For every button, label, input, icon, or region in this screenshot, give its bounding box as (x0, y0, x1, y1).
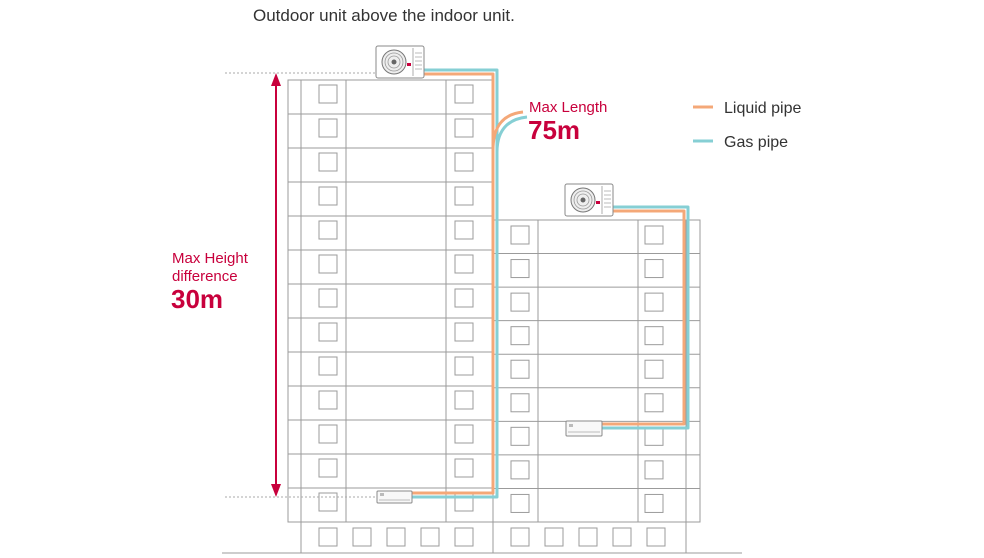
window (318, 186, 338, 206)
side-grille (604, 190, 611, 208)
legend-liquid-label: Liquid pipe (724, 100, 802, 117)
window (510, 326, 530, 346)
fan-grille-ring (387, 55, 401, 69)
window (454, 118, 474, 138)
window (644, 259, 664, 279)
height-label-line1: Max Height (172, 250, 249, 267)
window (510, 259, 530, 279)
window (612, 527, 632, 547)
length-value: 75m (528, 115, 580, 145)
window (318, 322, 338, 342)
window (644, 493, 664, 513)
window (454, 322, 474, 342)
length-pointer-liquid (491, 110, 524, 151)
window (510, 359, 530, 379)
window (318, 527, 338, 547)
window (644, 326, 664, 346)
indoor-unit-icon (565, 420, 603, 437)
window (454, 152, 474, 172)
left-gas-pipe (412, 68, 499, 499)
window (454, 84, 474, 104)
window (510, 527, 530, 547)
window (318, 458, 338, 478)
outdoor-unit-icon (564, 183, 614, 217)
window (318, 84, 338, 104)
fan-grille-ring (576, 193, 590, 207)
window (644, 393, 664, 413)
window (644, 359, 664, 379)
right-pipes (602, 205, 690, 430)
window (318, 152, 338, 172)
right-gas-pipe (602, 205, 690, 430)
height-annotation: Max Height difference 30m (171, 250, 249, 314)
right-building (492, 219, 701, 554)
outdoor-unit-icon (375, 45, 425, 79)
fan-hub (391, 59, 397, 65)
window (578, 527, 598, 547)
legend: Liquid pipe Gas pipe (693, 100, 802, 151)
window (510, 393, 530, 413)
window (318, 118, 338, 138)
window (454, 527, 474, 547)
length-label: Max Length (529, 99, 607, 116)
brand-logo-icon (596, 201, 600, 204)
length-annotation: Max Length 75m (528, 99, 607, 145)
legend-gas-label: Gas pipe (724, 134, 788, 151)
fan-grille-ring (384, 52, 404, 72)
fan-grille-ring (573, 190, 593, 210)
window (386, 527, 406, 547)
window (420, 527, 440, 547)
side-grille (415, 52, 422, 70)
window (510, 292, 530, 312)
window (544, 527, 564, 547)
window (454, 356, 474, 376)
fan-hub (580, 197, 586, 203)
window (644, 225, 664, 245)
right-building-grid (493, 220, 700, 547)
window (644, 460, 664, 480)
window (318, 356, 338, 376)
window (510, 493, 530, 513)
window (454, 424, 474, 444)
indoor-unit-display (380, 493, 384, 496)
window (454, 458, 474, 478)
left-building-grid (288, 80, 493, 547)
height-arrow (271, 73, 281, 497)
window (454, 254, 474, 274)
height-label-line2: difference (172, 268, 238, 285)
arrow-up-icon (271, 73, 281, 86)
window (510, 460, 530, 480)
left-building (287, 79, 494, 554)
height-value: 30m (171, 284, 223, 314)
length-pointer-gas (495, 115, 528, 153)
window (318, 424, 338, 444)
window (454, 186, 474, 206)
indoor-unit-icon (376, 490, 413, 504)
diagram-title: Outdoor unit above the indoor unit. (253, 6, 515, 25)
window (644, 426, 664, 446)
right-liquid-pipe (602, 209, 686, 426)
indoor-unit-body (565, 420, 603, 437)
window (644, 292, 664, 312)
indoor-unit-display (569, 424, 573, 427)
window (646, 527, 666, 547)
window (318, 288, 338, 308)
window (318, 254, 338, 274)
left-pipes (412, 68, 528, 499)
window (352, 527, 372, 547)
window (318, 492, 338, 512)
window (454, 220, 474, 240)
window (510, 426, 530, 446)
window (318, 390, 338, 410)
window (318, 220, 338, 240)
window (454, 390, 474, 410)
arrow-down-icon (271, 484, 281, 497)
left-liquid-pipe (412, 72, 495, 495)
brand-logo-icon (407, 63, 411, 66)
window (510, 225, 530, 245)
window (454, 288, 474, 308)
indoor-unit-body (376, 490, 413, 504)
